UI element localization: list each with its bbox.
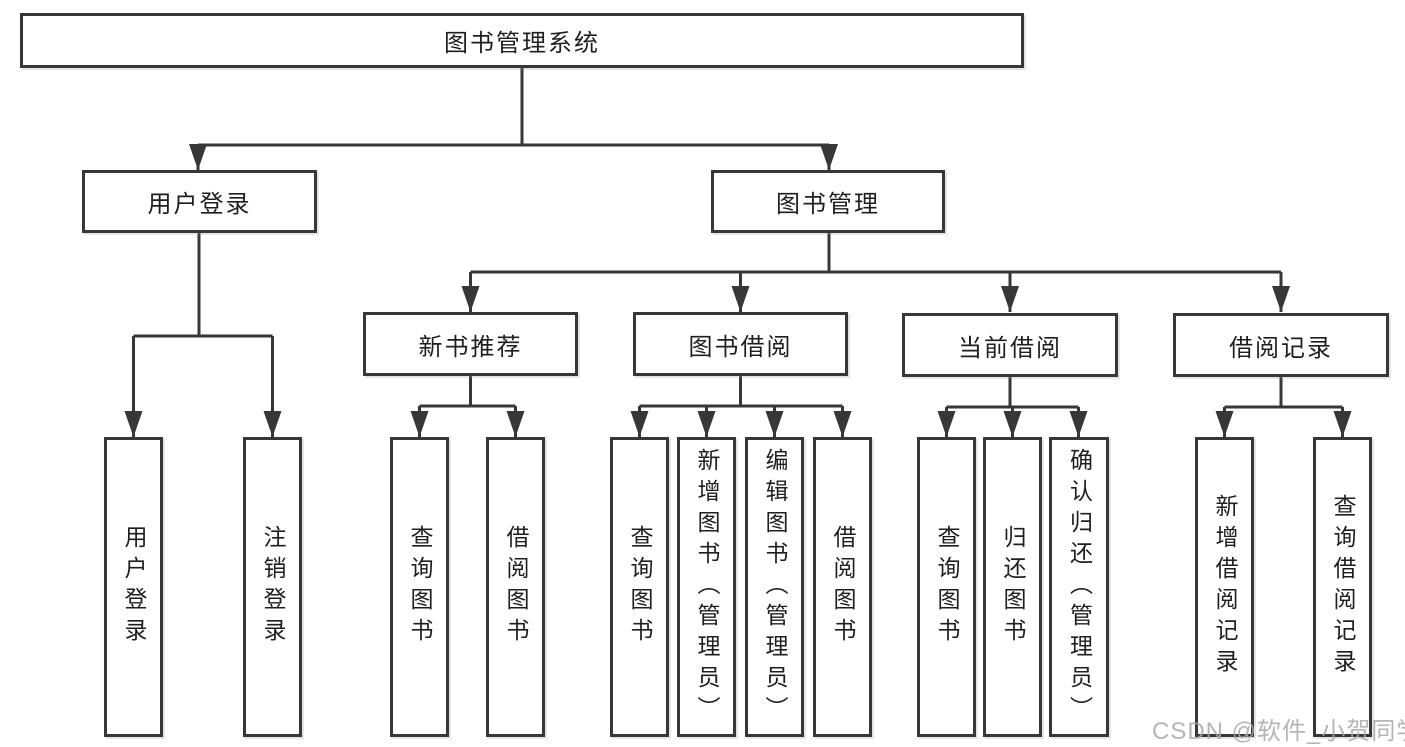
diagram-node-root: 图书管理系统 xyxy=(20,13,1024,68)
leaf-label-query-borrow-record: 查询借阅记录 xyxy=(1330,494,1356,680)
node-label-new-book-recommend: 新书推荐 xyxy=(418,333,523,361)
diagram-leaf-borrow-books-2: 借阅图书 xyxy=(813,437,872,737)
diagram-node-current-borrowing: 当前借阅 xyxy=(902,313,1118,377)
diagram-leaf-logout: 注销登录 xyxy=(243,437,302,737)
leaf-label-add-books-admin: 新增图书（管理员） xyxy=(694,447,720,727)
diagram-leaf-edit-books-admin: 编辑图书（管理员） xyxy=(745,437,804,737)
diagram-leaf-borrow-books-1: 借阅图书 xyxy=(486,437,545,737)
leaf-label-borrow-books-1: 借阅图书 xyxy=(503,525,529,649)
leaf-label-return-books: 归还图书 xyxy=(1000,525,1026,649)
diagram-node-book-borrowing: 图书借阅 xyxy=(633,312,848,376)
leaf-label-query-books-2: 查询图书 xyxy=(627,525,653,649)
diagram-node-book-management: 图书管理 xyxy=(711,170,945,233)
diagram-leaf-confirm-return-admin: 确认归还（管理员） xyxy=(1049,437,1109,737)
arrowhead-group xyxy=(124,144,1352,437)
leaf-label-borrow-books-2: 借阅图书 xyxy=(830,525,856,649)
diagram-leaf-user-login: 用户登录 xyxy=(104,437,163,737)
csdn-watermark: CSDN @软件_小贺同学 xyxy=(1152,718,1405,745)
leaf-label-query-books-1: 查询图书 xyxy=(407,525,433,649)
node-label-book-management: 图书管理 xyxy=(776,191,880,218)
node-label-user-login: 用户登录 xyxy=(147,191,252,218)
diagram-leaf-query-books-3: 查询图书 xyxy=(917,437,976,737)
leaf-label-query-books-3: 查询图书 xyxy=(934,525,960,649)
diagram-leaf-query-borrow-record: 查询借阅记录 xyxy=(1313,437,1372,737)
node-label-current-borrowing: 当前借阅 xyxy=(958,334,1062,362)
diagram-node-borrow-records: 借阅记录 xyxy=(1173,313,1389,377)
leaf-label-user-login: 用户登录 xyxy=(121,525,147,649)
leaf-label-confirm-return-admin: 确认归还（管理员） xyxy=(1066,447,1093,727)
node-label-book-borrowing: 图书借阅 xyxy=(688,333,793,361)
diagram-leaf-add-borrow-record: 新增借阅记录 xyxy=(1195,437,1254,737)
diagram-node-new-book-recommend: 新书推荐 xyxy=(363,312,578,376)
diagram-leaf-query-books-1: 查询图书 xyxy=(390,437,449,737)
leaf-label-logout: 注销登录 xyxy=(260,525,286,649)
diagram-leaf-return-books: 归还图书 xyxy=(983,437,1042,737)
diagram-node-user-login: 用户登录 xyxy=(82,170,317,233)
leaf-label-add-borrow-record: 新增借阅记录 xyxy=(1212,494,1238,680)
leaf-label-edit-books-admin: 编辑图书（管理员） xyxy=(762,447,788,727)
diagram-leaf-query-books-2: 查询图书 xyxy=(610,437,669,737)
diagram-leaf-add-books-admin: 新增图书（管理员） xyxy=(677,437,736,737)
node-label-borrow-records: 借阅记录 xyxy=(1229,334,1333,362)
node-label-root: 图书管理系统 xyxy=(444,30,600,57)
